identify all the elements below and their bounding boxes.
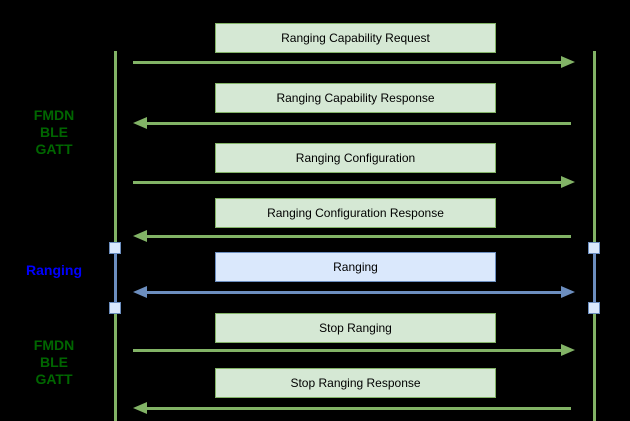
arrowhead-left-icon	[133, 286, 147, 298]
phase-label-line: FMDN	[33, 337, 75, 353]
message-box-ranging: Ranging	[215, 252, 496, 282]
message-label: Stop Ranging Response	[290, 376, 421, 390]
arrow-ranging-configuration	[133, 176, 575, 188]
phase-label-line: BLE	[40, 354, 68, 370]
message-label: Ranging	[333, 260, 378, 274]
message-label: Stop Ranging	[319, 321, 392, 335]
arrow-line	[144, 234, 571, 238]
ranging-endpoint-square	[588, 302, 600, 314]
arrowhead-left-icon	[133, 402, 147, 414]
ranging-endpoint-square	[109, 242, 121, 254]
arrow-line	[133, 180, 564, 184]
arrowhead-left-icon	[133, 230, 147, 242]
phase-label-line: Ranging	[26, 262, 82, 278]
arrowhead-left-icon	[133, 117, 147, 129]
phase-label-line: BLE	[40, 124, 68, 140]
message-box-stop-ranging: Stop Ranging	[215, 313, 496, 343]
ranging-endpoint-square	[588, 242, 600, 254]
arrow-ranging	[133, 286, 575, 298]
phase-label-gatt-2: FMDN BLE GATT	[8, 337, 100, 388]
message-box-ranging-capability-request: Ranging Capability Request	[215, 23, 496, 53]
message-box-ranging-configuration: Ranging Configuration	[215, 143, 496, 173]
phase-label-ranging: Ranging	[8, 262, 100, 279]
ranging-endpoint-square	[109, 302, 121, 314]
phase-label-line: GATT	[35, 141, 73, 157]
message-label: Ranging Capability Response	[276, 91, 435, 105]
arrow-line	[133, 60, 564, 64]
lifeline-left	[114, 51, 117, 421]
arrow-line	[144, 121, 571, 125]
arrow-ranging-capability-response	[133, 117, 575, 129]
arrow-ranging-configuration-response	[133, 230, 575, 242]
arrowhead-right-icon	[561, 286, 575, 298]
arrow-ranging-capability-request	[133, 56, 575, 68]
message-box-ranging-capability-response: Ranging Capability Response	[215, 83, 496, 113]
lifeline-right	[593, 51, 596, 421]
message-box-ranging-configuration-response: Ranging Configuration Response	[215, 198, 496, 228]
message-label: Ranging Capability Request	[281, 31, 430, 45]
phase-label-line: GATT	[35, 371, 73, 387]
arrow-line	[144, 290, 564, 294]
message-label: Ranging Configuration	[295, 151, 416, 165]
arrow-stop-ranging	[133, 344, 575, 356]
arrow-line	[144, 406, 571, 410]
arrowhead-right-icon	[561, 344, 575, 356]
arrowhead-right-icon	[561, 56, 575, 68]
lifeline-left-ranging-segment	[114, 248, 117, 308]
phase-label-line: FMDN	[33, 107, 75, 123]
message-label: Ranging Configuration Response	[267, 206, 444, 220]
phase-label-gatt-1: FMDN BLE GATT	[8, 107, 100, 158]
arrow-line	[133, 348, 564, 352]
arrow-stop-ranging-response	[133, 402, 575, 414]
arrowhead-right-icon	[561, 176, 575, 188]
lifeline-right-ranging-segment	[593, 248, 596, 308]
message-box-stop-ranging-response: Stop Ranging Response	[215, 368, 496, 398]
